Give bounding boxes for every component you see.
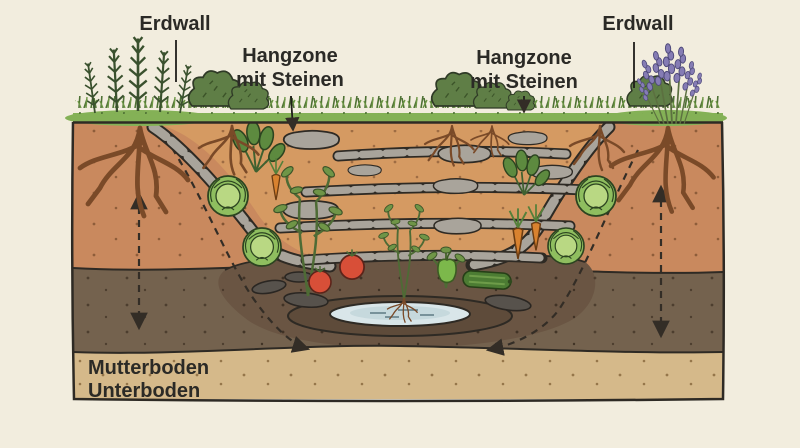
annotations: Erdwall Hangzone mit Steinen Hangzone mi… — [88, 13, 674, 402]
lettuce — [207, 175, 249, 217]
stone-row-4 — [300, 249, 548, 266]
pointer-hangzone-left — [285, 95, 300, 132]
bell-pepper — [437, 258, 457, 284]
label-erdwall-right: Erdwall — [602, 13, 673, 35]
pepper-plant — [426, 246, 466, 289]
stepping-stone-slab — [347, 164, 382, 177]
crater-vegetables — [207, 119, 617, 323]
stepping-stone-slab — [437, 144, 492, 164]
label-hangzone-left-1: Hangzone — [242, 45, 338, 67]
stepping-stone-slab — [433, 217, 482, 235]
block-outline — [70, 121, 726, 403]
label-hangzone-right-2: mit Steinen — [470, 71, 578, 93]
zucchini — [462, 270, 513, 290]
pond — [287, 295, 513, 337]
label-hangzone-left-2: mit Steinen — [236, 69, 344, 91]
water-arrow-slope-left — [171, 147, 311, 353]
lettuce — [547, 227, 585, 265]
stepping-stone-slab — [432, 178, 479, 195]
stepping-stone-slab — [507, 131, 548, 146]
label-mutterboden: Mutterboden — [88, 357, 209, 379]
water-flow-arrows — [130, 147, 670, 356]
label-erdwall-left: Erdwall — [139, 13, 210, 35]
lettuce — [242, 227, 282, 267]
stepping-stone-slab — [282, 129, 341, 150]
label-unterboden: Unterboden — [88, 380, 200, 402]
lettuce — [575, 175, 617, 217]
label-hangzone-right-1: Hangzone — [476, 47, 572, 69]
